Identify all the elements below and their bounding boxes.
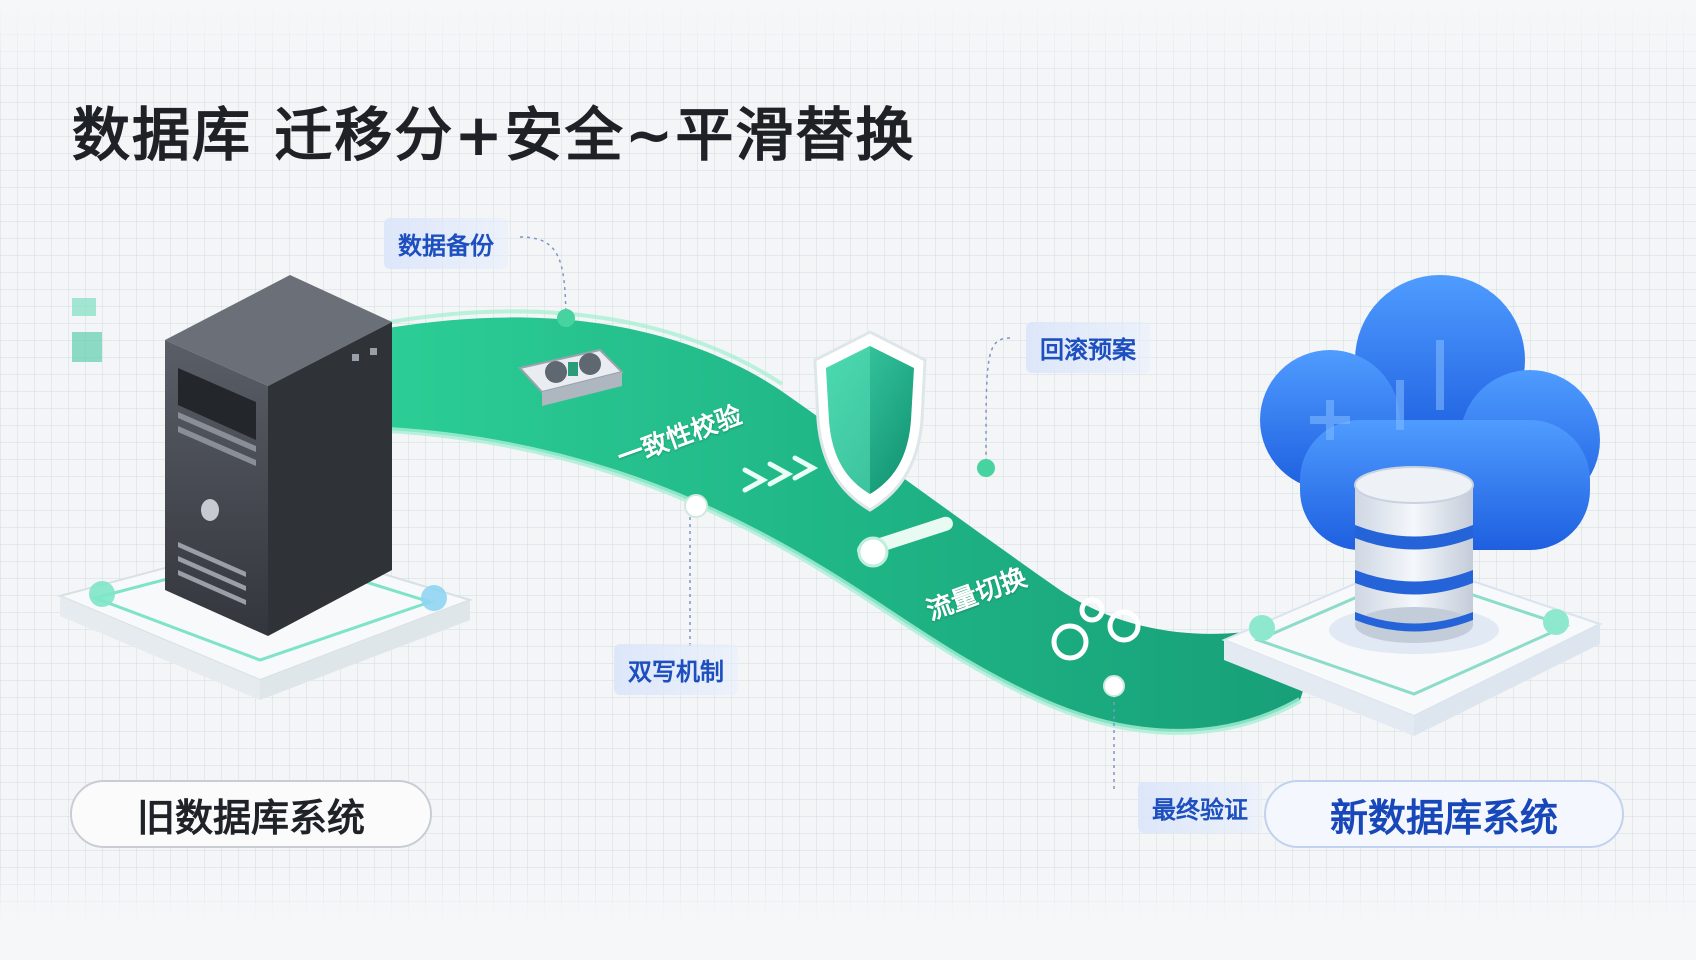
tag-dual-write: 双写机制 — [614, 644, 738, 695]
old-system-label: 旧数据库系统 — [70, 780, 432, 848]
page-title: 数据库 迁移分+安全~平滑替换 — [72, 88, 915, 172]
tag-final-verify: 最终验证 — [1138, 782, 1262, 833]
tag-backup: 数据备份 — [384, 218, 508, 269]
decor-squares — [72, 298, 102, 362]
tag-rollback: 回滚预案 — [1026, 322, 1150, 373]
new-system-label: 新数据库系统 — [1264, 780, 1624, 848]
bottom-fade — [0, 870, 1696, 960]
old-server-icon — [165, 275, 392, 636]
